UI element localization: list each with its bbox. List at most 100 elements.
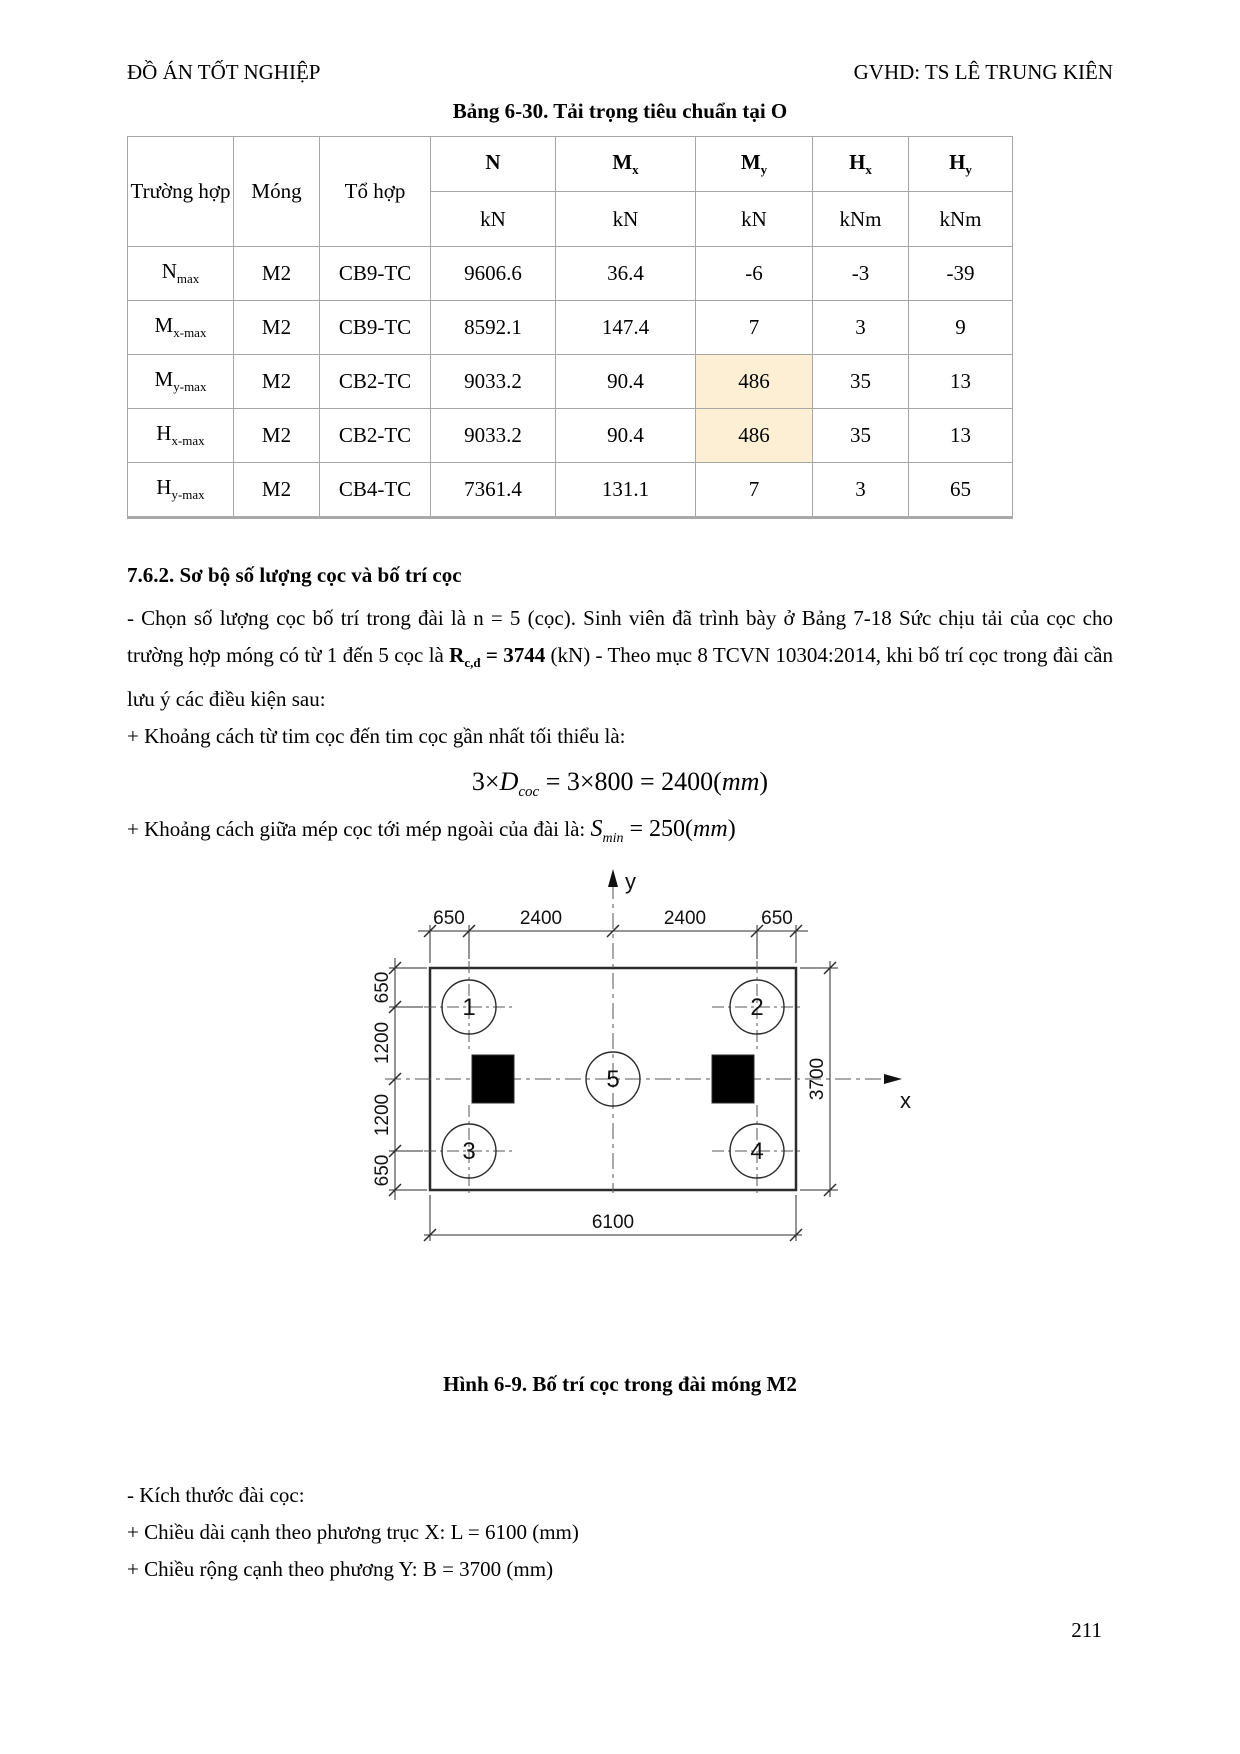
- header-right: GVHD: TS LÊ TRUNG KIÊN: [853, 60, 1113, 84]
- cell-tohop: CB9-TC: [319, 246, 431, 301]
- Rcd-value: = 3744: [480, 643, 551, 667]
- cell-Mx: 131.1: [555, 462, 696, 518]
- cell-My: 7: [695, 462, 813, 518]
- table-row: My-max M2 CB2-TC 9033.2 90.4 486 35 13: [127, 354, 1013, 409]
- cell-Mx: 90.4: [555, 354, 696, 409]
- pile-layout-figure: y x 650 2400 2400 650 650 1200 1200 650 …: [127, 863, 1113, 1368]
- dim-left-1200-bottom: 1200: [372, 1094, 393, 1136]
- page-header: ĐỒ ÁN TỐT NGHIỆP GVHD: TS LÊ TRUNG KIÊN: [127, 60, 1113, 85]
- col-header-Hy: Hy: [908, 136, 1013, 192]
- dim-left-1200-top: 1200: [372, 1022, 393, 1064]
- table-row: Hy-max M2 CB4-TC 7361.4 131.1 7 3 65: [127, 462, 1013, 518]
- row-label: Nmax: [127, 246, 234, 301]
- dim-top-2400-right: 2400: [664, 908, 706, 929]
- cell-Hy: 13: [908, 354, 1013, 409]
- cell-tohop: CB2-TC: [319, 354, 431, 409]
- table-row: Hx-max M2 CB2-TC 9033.2 90.4 486 35 13: [127, 408, 1013, 463]
- cell-Hy: 65: [908, 462, 1013, 518]
- unit-My: kN: [695, 191, 813, 247]
- cell-tohop: CB4-TC: [319, 462, 431, 518]
- dim-top-650-right: 650: [761, 908, 793, 929]
- cell-N: 9606.6: [430, 246, 556, 301]
- col-header-to-hop: Tổ hợp: [319, 136, 431, 247]
- pile-5-number: 5: [606, 1066, 619, 1093]
- cell-mong: M2: [233, 300, 320, 355]
- pile-4-number: 4: [750, 1138, 763, 1165]
- col-header-Mx: Mx: [555, 136, 696, 192]
- pile-layout-drawing: y x 650 2400 2400 650 650 1200 1200 650 …: [372, 869, 911, 1242]
- cell-My-highlighted: 486: [695, 408, 813, 463]
- pile-4-circle: [729, 1123, 785, 1179]
- paragraph-1: - Chọn số lượng cọc bố trí trong đài là …: [127, 600, 1113, 718]
- pile-1-number: 1: [462, 994, 475, 1021]
- pile-3-circle: [441, 1123, 497, 1179]
- cell-Hy: 13: [908, 408, 1013, 463]
- table-row: Mx-max M2 CB9-TC 8592.1 147.4 7 3 9: [127, 300, 1013, 355]
- column-left-square: [471, 1054, 515, 1104]
- cell-Hy: -39: [908, 246, 1013, 301]
- col-header-My: My: [695, 136, 813, 192]
- row-label: Hx-max: [127, 408, 234, 463]
- dim-bottom-6100: 6100: [592, 1212, 634, 1233]
- pile-1-circle: [441, 979, 497, 1035]
- cell-tohop: CB9-TC: [319, 300, 431, 355]
- note-width-y: + Chiều rộng cạnh theo phương Y: B = 370…: [127, 1557, 554, 1582]
- cell-My: 7: [695, 300, 813, 355]
- row-label: My-max: [127, 354, 234, 409]
- bullet-edge-distance: + Khoảng cách giữa mép cọc tới mép ngoài…: [127, 816, 736, 847]
- paragraph-text: (kN) - Theo mục 8 TCVN 10304:2014, khi b…: [127, 643, 1113, 712]
- D-subscript: coc: [518, 784, 540, 801]
- cell-My: -6: [695, 246, 813, 301]
- cell-Hx: 35: [812, 354, 909, 409]
- cell-Hx: 35: [812, 408, 909, 463]
- x-axis-arrow-icon: [884, 1074, 902, 1085]
- page-number: 211: [1071, 1618, 1102, 1642]
- table-row: Nmax M2 CB9-TC 9606.6 36.4 -6 -3 -39: [127, 246, 1013, 301]
- bullet-spacing-rule: + Khoảng cách từ tim cọc đến tim cọc gần…: [127, 724, 626, 749]
- unit-N: kN: [430, 191, 556, 247]
- cell-mong: M2: [233, 408, 320, 463]
- column-right-square: [711, 1054, 755, 1104]
- Rcd-symbol: R: [449, 643, 465, 667]
- cell-mong: M2: [233, 246, 320, 301]
- col-header-N: N: [430, 136, 556, 192]
- unit-Hy: kNm: [908, 191, 1013, 247]
- pile-2-number: 2: [750, 994, 763, 1021]
- unit-Mx: kN: [555, 191, 696, 247]
- cell-Hy: 9: [908, 300, 1013, 355]
- dim-left-650-bottom: 650: [372, 1155, 393, 1187]
- note-length-x: + Chiều dài cạnh theo phương trục X: L =…: [127, 1520, 579, 1545]
- col-header-mong: Móng: [233, 136, 320, 247]
- col-header-truong-hop: Trường hợp: [127, 136, 234, 247]
- col-header-Hx: Hx: [812, 136, 909, 192]
- S-symbol: S: [590, 816, 603, 843]
- D-symbol: D: [499, 767, 519, 797]
- cell-Hx: -3: [812, 246, 909, 301]
- S-subscript: min: [602, 831, 624, 847]
- pile-3-number: 3: [462, 1138, 475, 1165]
- note-kich-thuoc: - Kích thước đài cọc:: [127, 1483, 305, 1508]
- dim-right-3700: 3700: [807, 1058, 828, 1100]
- cell-N: 9033.2: [430, 354, 556, 409]
- Rcd-subscript: c,đ: [464, 655, 481, 671]
- table-title: Bảng 6-30. Tải trọng tiêu chuẩn tại O: [452, 99, 788, 123]
- cell-Mx: 147.4: [555, 300, 696, 355]
- y-axis-arrow-icon: [608, 869, 618, 888]
- pile-2-circle: [729, 979, 785, 1035]
- section-heading: 7.6.2. Sơ bộ số lượng cọc và bố trí cọc: [127, 563, 462, 587]
- cell-N: 7361.4: [430, 462, 556, 518]
- cell-mong: M2: [233, 354, 320, 409]
- cell-Mx: 90.4: [555, 408, 696, 463]
- row-label: Mx-max: [127, 300, 234, 355]
- y-axis-label: y: [625, 869, 636, 894]
- loads-table: Trường hợp Móng Tổ hợp N Mx My Hx Hy kN …: [127, 136, 1013, 519]
- table-header-row-1: Trường hợp Móng Tổ hợp N Mx My Hx Hy: [127, 136, 1013, 247]
- cell-Hx: 3: [812, 300, 909, 355]
- cell-Mx: 36.4: [555, 246, 696, 301]
- cell-N: 8592.1: [430, 300, 556, 355]
- cell-tohop: CB2-TC: [319, 408, 431, 463]
- pile-5-circle: [585, 1051, 641, 1107]
- cell-Hx: 3: [812, 462, 909, 518]
- dim-top-2400-left: 2400: [520, 908, 562, 929]
